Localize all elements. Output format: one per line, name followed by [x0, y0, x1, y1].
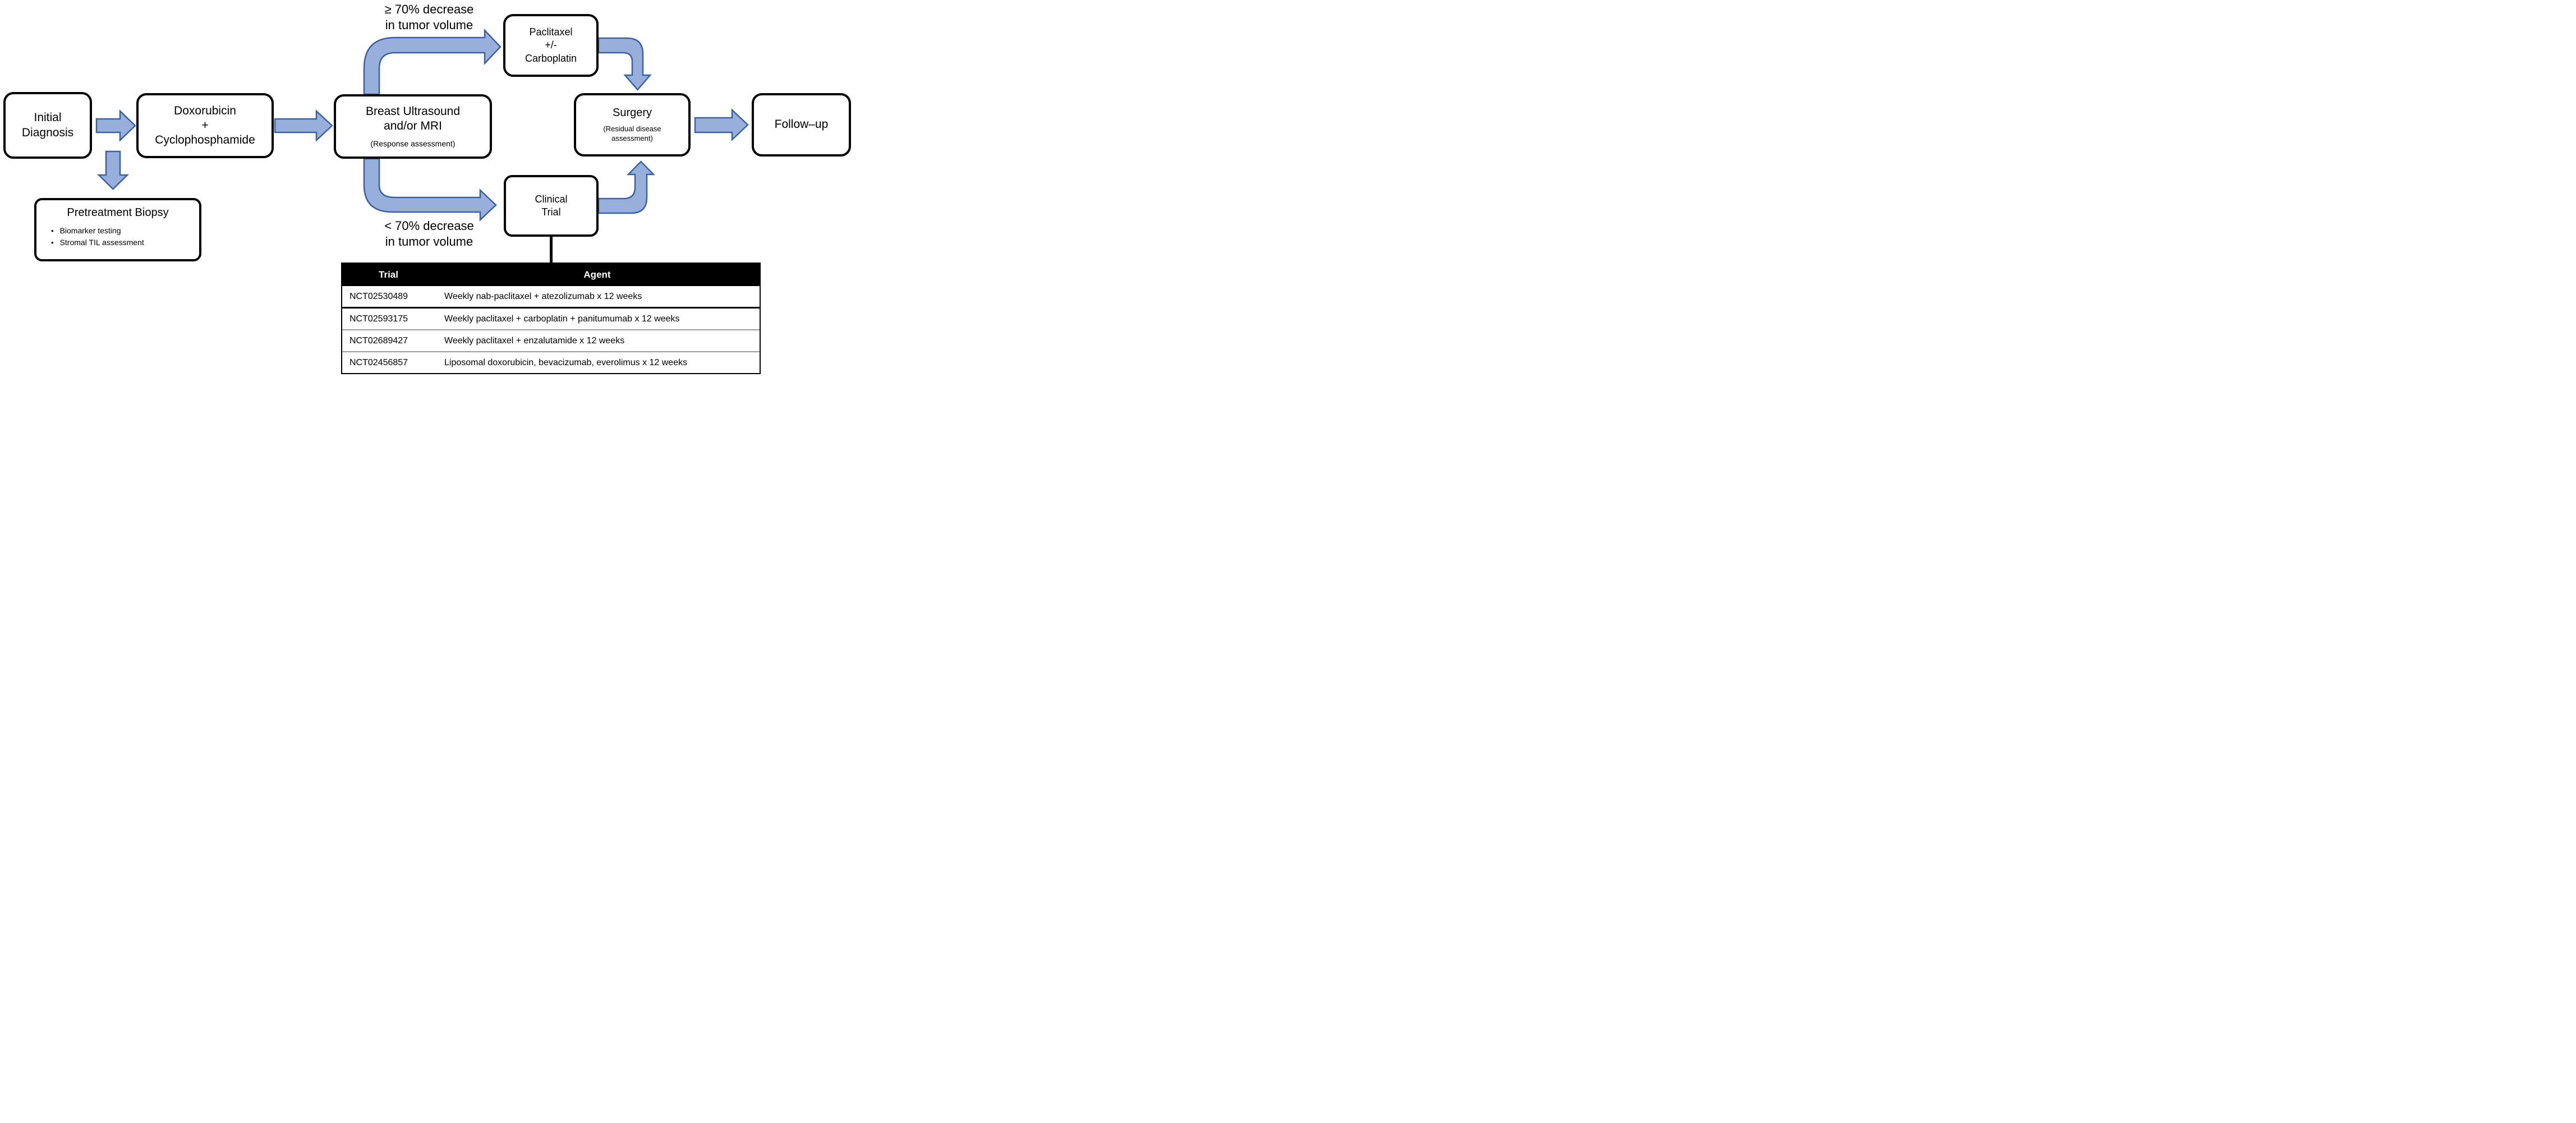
- label-non-responder-branch: < 70% decrease in tumor volume: [359, 218, 499, 250]
- arrow-layer: [95, 28, 749, 263]
- chemo-line2: +: [201, 118, 209, 132]
- initial-diagnosis-line2: Diagnosis: [21, 126, 74, 139]
- bullet-stromal-til-text: Stromal TIL assessment: [59, 237, 144, 247]
- trial-id: NCT02689427: [349, 335, 408, 346]
- imaging-subtitle: (Response assessment): [370, 139, 456, 148]
- node-breast-ultrasound-mri: Breast Ultrasound and/or MRI (Response a…: [334, 94, 492, 159]
- imaging-line1: Breast Ultrasound: [365, 104, 461, 118]
- table-row: NCT02530489 Weekly nab-paclitaxel + atez…: [342, 286, 760, 307]
- surgery-subtitle-line2: assessment): [611, 134, 653, 142]
- node-initial-diagnosis: Initial Diagnosis: [3, 92, 92, 159]
- paclitaxel-line1: Paclitaxel: [529, 26, 573, 38]
- chemo-line1: Doxorubicin: [174, 104, 236, 117]
- node-pretreatment-biopsy: Pretreatment Biopsy Biomarker testing St…: [34, 198, 201, 261]
- table-row: NCT02593175 Weekly paclitaxel + carbopla…: [342, 307, 760, 329]
- node-surgery: Surgery (Residual disease assessment): [574, 93, 691, 157]
- arrow-down-to-pretreatment-biopsy: [96, 150, 130, 190]
- trial-agent: Weekly paclitaxel + carboplatin + panitu…: [444, 314, 680, 324]
- table-row: NCT02689427 Weekly paclitaxel + enzaluta…: [342, 329, 760, 351]
- label-non-responder-line2: in tumor volume: [385, 234, 473, 248]
- bullet-stromal-til: Stromal TIL assessment: [44, 237, 191, 248]
- trial-id: NCT02456857: [349, 357, 408, 367]
- trial-id: NCT02593175: [349, 314, 408, 324]
- arrow-chemo-to-imaging: [274, 109, 333, 142]
- label-responder-line1: ≥ 70% decrease: [384, 2, 474, 16]
- trials-table-header: Trial Agent: [342, 264, 760, 286]
- paclitaxel-line2: +/-: [545, 39, 557, 51]
- follow-up-title: Follow–up: [774, 118, 829, 131]
- node-clinical-trial: Clinical Trial: [504, 175, 599, 237]
- arrow-imaging-to-paclitaxel: [363, 28, 502, 95]
- initial-diagnosis-line1: Initial: [34, 111, 62, 125]
- treatment-flowchart: ≥ 70% decrease in tumor volume < 70% dec…: [0, 0, 859, 374]
- node-doxorubicin-cyclophosphamide: Doxorubicin + Cyclophosphamide: [136, 93, 274, 158]
- paclitaxel-line3: Carboplatin: [525, 52, 577, 64]
- arrow-paclitaxel-to-surgery: [597, 37, 652, 91]
- bullet-biomarker-testing-text: Biomarker testing: [59, 226, 121, 235]
- label-responder-branch: ≥ 70% decrease in tumor volume: [359, 2, 499, 33]
- label-responder-line2: in tumor volume: [385, 18, 473, 32]
- label-non-responder-line1: < 70% decrease: [384, 219, 474, 233]
- trial-id: NCT02530489: [349, 291, 408, 301]
- chemo-line3: Cyclophosphamide: [155, 134, 255, 147]
- surgery-title: Surgery: [612, 107, 652, 119]
- table-row: NCT02456857 Liposomal doxorubicin, bevac…: [342, 351, 760, 373]
- pretreatment-biopsy-title: Pretreatment Biopsy: [67, 206, 169, 219]
- arrow-imaging-to-clinical-trial: [363, 158, 497, 222]
- clinical-trial-line1: Clinical: [535, 193, 568, 205]
- trials-header-trial: Trial: [379, 269, 398, 280]
- trial-agent: Weekly paclitaxel + enzalutamide x 12 we…: [444, 335, 625, 346]
- imaging-line2: and/or MRI: [384, 119, 442, 132]
- trial-agent: Liposomal doxorubicin, bevacizumab, ever…: [444, 357, 688, 367]
- arrow-surgery-to-follow-up: [694, 108, 749, 141]
- arrow-clinical-trial-to-surgery: [597, 160, 655, 214]
- clinical-trial-line2: Trial: [541, 206, 561, 218]
- bullet-biomarker-testing: Biomarker testing: [44, 225, 191, 237]
- node-paclitaxel-carboplatin: Paclitaxel +/- Carboplatin: [503, 14, 599, 77]
- trial-agent: Weekly nab-paclitaxel + atezolizumab x 1…: [444, 291, 642, 301]
- node-follow-up: Follow–up: [752, 93, 851, 157]
- surgery-subtitle-line1: (Residual disease: [603, 125, 661, 134]
- clinical-trial-table-connector: [550, 236, 553, 263]
- arrow-initial-to-chemo: [95, 109, 136, 142]
- trials-header-agent: Agent: [583, 269, 611, 280]
- clinical-trials-table: Trial Agent NCT02530489 Weekly nab-pacli…: [341, 263, 761, 374]
